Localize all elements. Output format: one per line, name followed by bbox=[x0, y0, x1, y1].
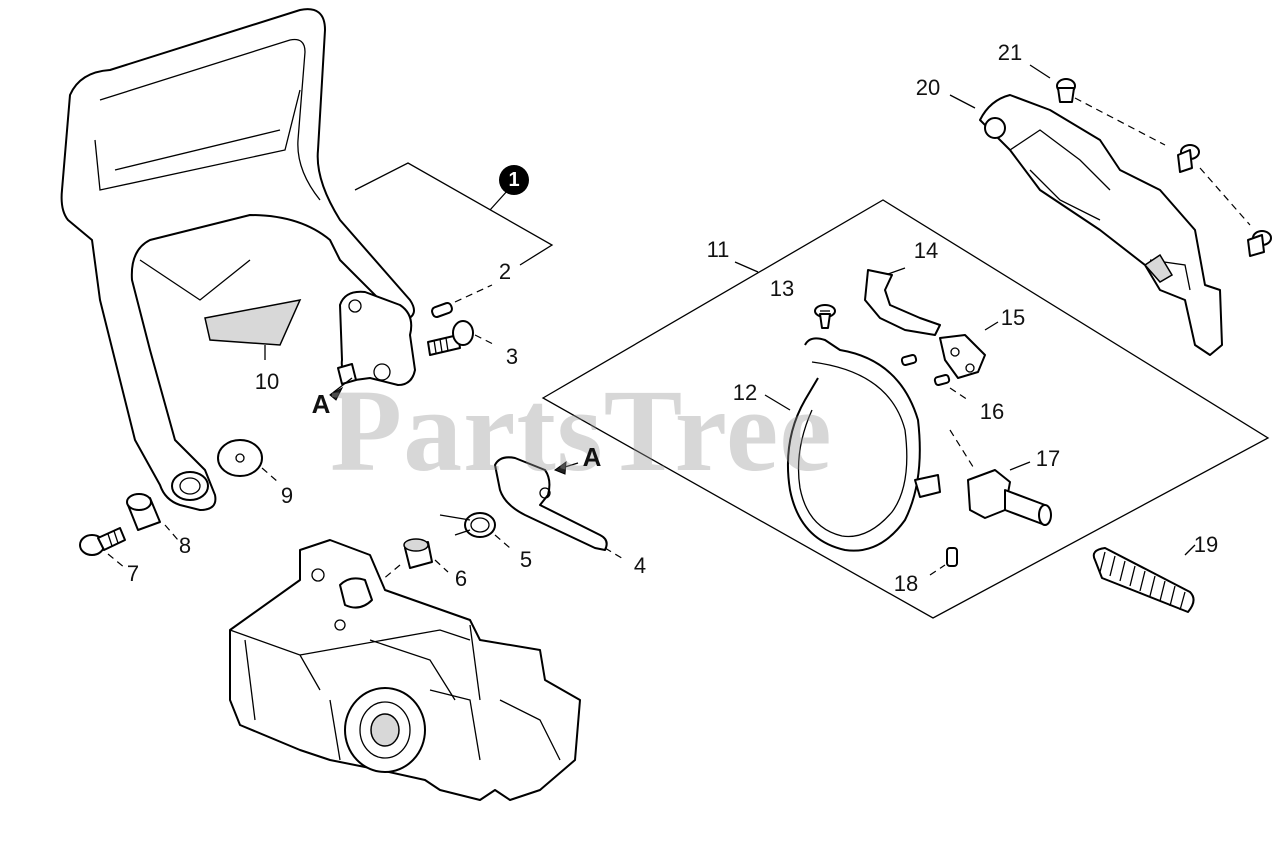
callout-6: 6 bbox=[454, 566, 468, 591]
hand-guard-part-10 bbox=[60, 8, 415, 511]
crankcase bbox=[229, 539, 581, 801]
callout-4: 4 bbox=[633, 553, 647, 578]
bushing-part-6 bbox=[369, 538, 449, 591]
spring-part-5 bbox=[439, 512, 511, 549]
callout-8: 8 bbox=[178, 533, 192, 558]
callout-2: 2 bbox=[498, 259, 512, 284]
callout-15: 15 bbox=[1000, 305, 1026, 330]
callout-20: 20 bbox=[915, 75, 941, 100]
callout-19: 19 bbox=[1193, 532, 1219, 557]
link-part-15 bbox=[939, 321, 999, 379]
callout-5: 5 bbox=[519, 547, 533, 572]
callout-13: 13 bbox=[769, 276, 795, 301]
callout-9: 9 bbox=[280, 483, 294, 508]
callout-17: 17 bbox=[1035, 446, 1061, 471]
assembly-1-badge: 1 bbox=[499, 165, 529, 195]
reference-mark-a-left: A bbox=[311, 389, 331, 419]
screws-part-21 bbox=[1029, 64, 1272, 257]
brake-lever-assembly bbox=[329, 290, 416, 401]
washer-part-9 bbox=[217, 439, 279, 483]
callout-21: 21 bbox=[997, 40, 1023, 65]
callout-3: 3 bbox=[505, 344, 519, 369]
pin-part-18 bbox=[929, 547, 958, 576]
reference-mark-a-right: A bbox=[582, 442, 602, 472]
cover-part-20 bbox=[949, 94, 1223, 356]
callout-10: 10 bbox=[254, 369, 280, 394]
pins-part-16 bbox=[900, 353, 969, 401]
callout-11: 11 bbox=[706, 237, 730, 262]
spring-part-19 bbox=[1092, 544, 1196, 613]
screw-part-13 bbox=[814, 304, 836, 329]
collar-part-8 bbox=[126, 493, 179, 541]
pivot-part-17 bbox=[949, 429, 1052, 526]
callout-18: 18 bbox=[893, 571, 919, 596]
bolt-part-3 bbox=[427, 320, 496, 356]
callout-7: 7 bbox=[126, 561, 140, 586]
callout-14: 14 bbox=[913, 238, 939, 263]
brake-band-part-12 bbox=[764, 337, 941, 552]
lever-part-4 bbox=[494, 456, 626, 561]
screw-part-7 bbox=[79, 527, 126, 569]
pin-part-2 bbox=[431, 284, 493, 318]
assembly-1-bracket bbox=[354, 162, 554, 266]
lever-part-14 bbox=[864, 267, 941, 336]
callout-16: 16 bbox=[979, 399, 1005, 424]
assembly-11-box bbox=[541, 199, 1270, 619]
callout-12: 12 bbox=[732, 380, 758, 405]
